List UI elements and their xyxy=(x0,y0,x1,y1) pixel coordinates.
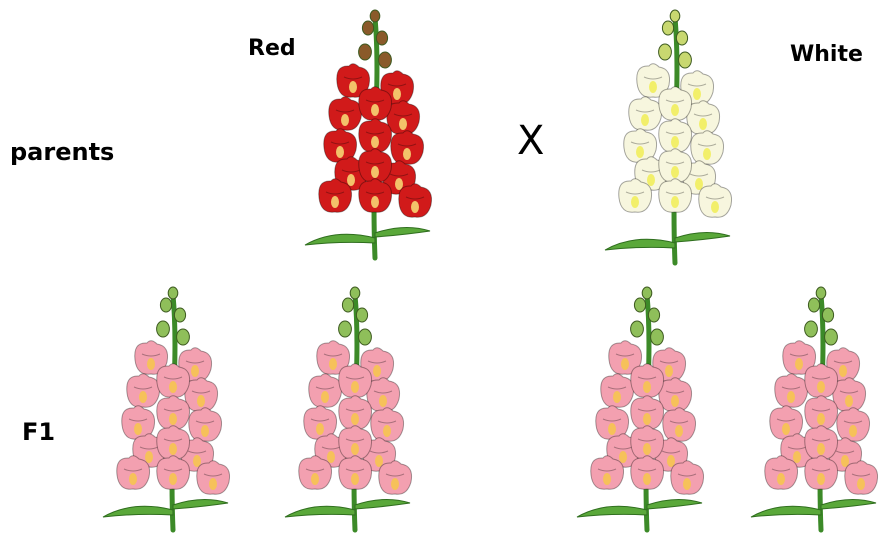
white-snapdragon-plant xyxy=(595,8,755,268)
parents-label: parents xyxy=(10,138,114,166)
f1-label: F1 xyxy=(22,418,55,446)
f1-pink-snapdragon-plant-4 xyxy=(748,285,894,535)
cross-symbol: X xyxy=(517,118,544,164)
red-snapdragon-plant xyxy=(295,8,455,263)
white-label: White xyxy=(790,42,863,67)
f1-pink-snapdragon-plant-2 xyxy=(280,285,430,535)
f1-pink-snapdragon-plant-3 xyxy=(572,285,722,535)
f1-pink-snapdragon-plant-1 xyxy=(98,285,248,535)
red-label: Red xyxy=(248,36,296,61)
